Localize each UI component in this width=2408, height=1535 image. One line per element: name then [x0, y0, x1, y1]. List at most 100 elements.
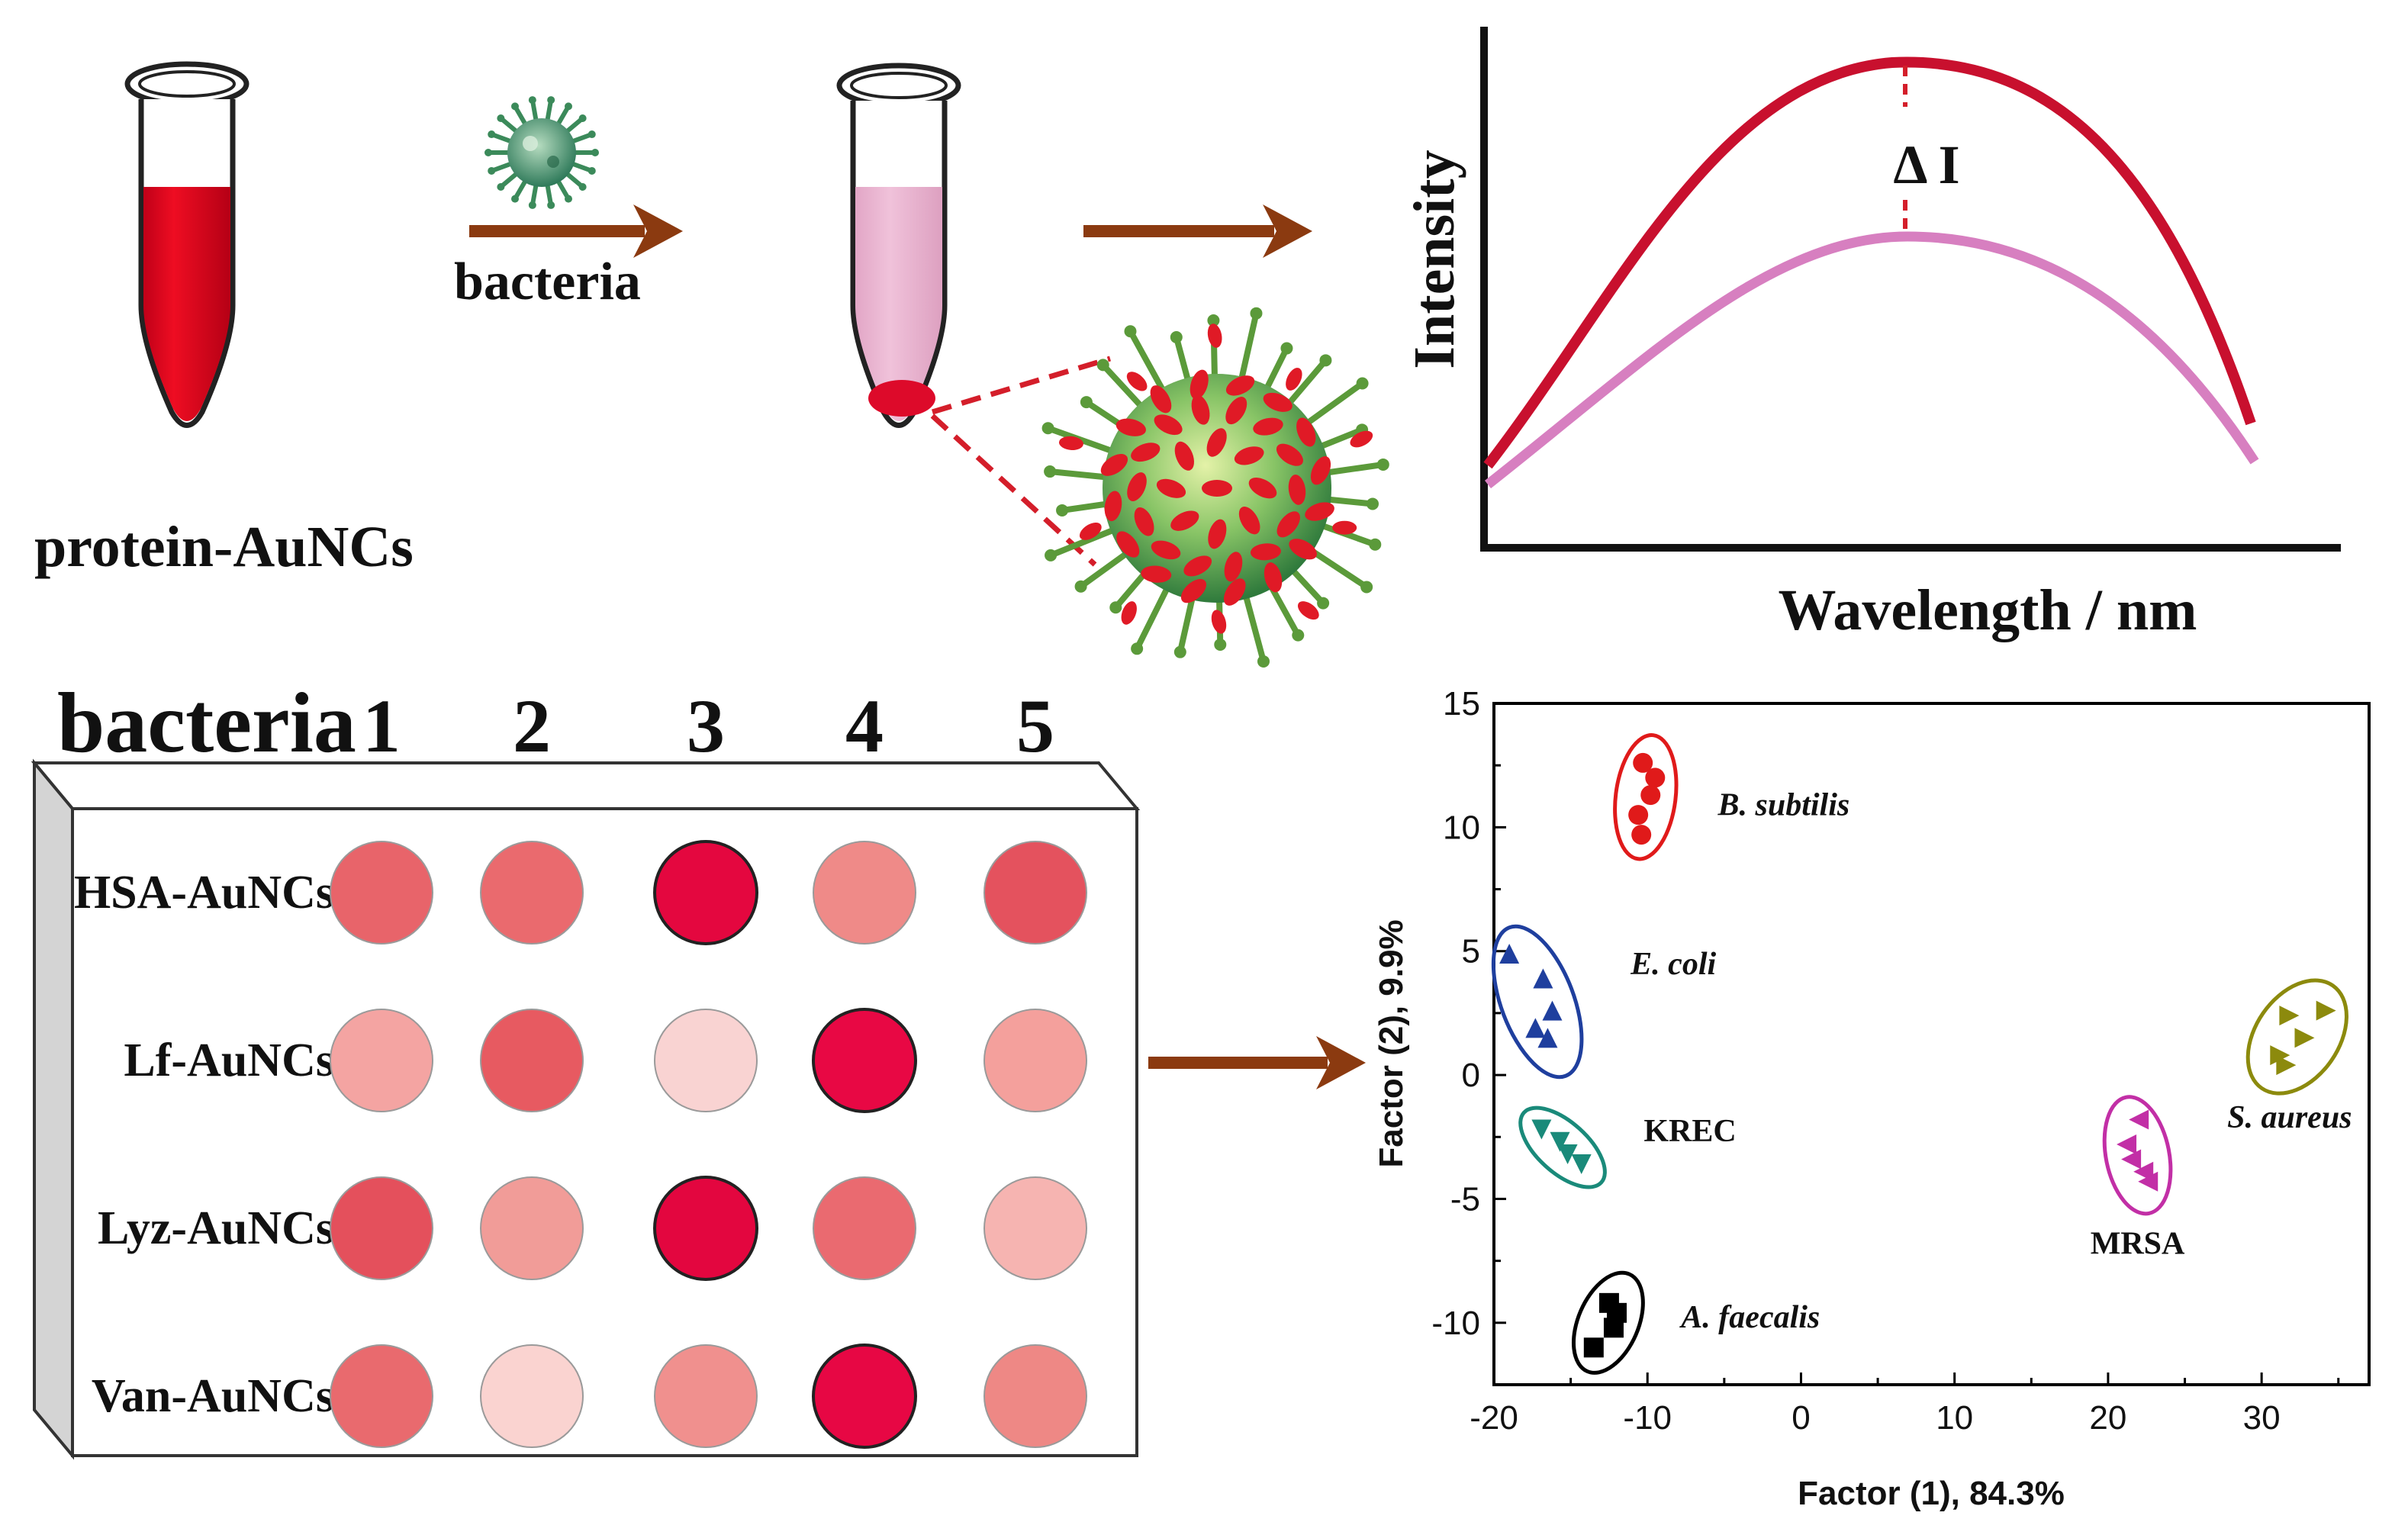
spectrum-x-label: Wavelength / nm [1779, 578, 2197, 642]
data-point [1571, 1154, 1592, 1174]
array-column-header: 4 [845, 684, 884, 768]
y-tick-label: -10 [1431, 1305, 1480, 1342]
array-well [480, 1176, 584, 1280]
cluster-ellipse [1571, 1270, 1645, 1375]
array-column-header: 1 [362, 684, 401, 768]
tube-before [124, 61, 249, 428]
pca-y-label: Factor (2), 9.9% [1373, 919, 1410, 1167]
data-point [1542, 1000, 1563, 1021]
array-well [330, 1009, 433, 1112]
spectrum-curve-after [1484, 231, 2259, 489]
array-well [812, 1344, 917, 1449]
data-point [2276, 1055, 2297, 1076]
to-spectrum-arrow [1083, 204, 1312, 258]
array-well [813, 841, 916, 944]
data-point [1499, 943, 1520, 964]
data-point [2129, 1109, 2149, 1130]
y-tick-label: 15 [1443, 685, 1480, 722]
cluster-ellipse [1491, 924, 1584, 1080]
bacterium-icon-small [484, 96, 599, 209]
data-point [2316, 1000, 2336, 1021]
arrow-label: bacteria [454, 253, 641, 311]
data-point [1603, 1318, 1624, 1338]
cluster-label: B. subtilis [1717, 788, 1849, 823]
pca-x-label: Factor (1), 84.3% [1798, 1475, 2065, 1512]
cluster-label: MRSA [2091, 1226, 2185, 1261]
y-tick-label: 0 [1462, 1057, 1480, 1094]
data-point [2138, 1171, 2159, 1192]
tube-after [836, 63, 961, 428]
plot-frame [1492, 702, 2371, 1386]
array-well [983, 1009, 1087, 1112]
data-point [1557, 1144, 1578, 1165]
array-row-label: Van-AuNCs [92, 1370, 334, 1422]
array-well [653, 1176, 758, 1281]
data-point [2279, 1006, 2300, 1026]
data-point [1533, 968, 1553, 989]
x-tick-label: -10 [1623, 1399, 1672, 1437]
cluster-ellipse [2102, 1095, 2173, 1216]
data-point [1537, 1028, 1558, 1048]
data-point [1645, 768, 1666, 788]
array-row-label: Lyz-AuNCs [98, 1202, 334, 1254]
add-bacteria-arrow [469, 204, 683, 258]
array-column-header: 3 [687, 684, 725, 768]
y-tick-label: 5 [1462, 933, 1480, 970]
cluster-label: S. aureus [2227, 1100, 2352, 1135]
data-point [1583, 1337, 1604, 1358]
array-row-label: Lf-AuNCs [124, 1035, 334, 1086]
data-point [1633, 752, 1653, 773]
data-point [1631, 825, 1652, 845]
data-point [2294, 1028, 2315, 1048]
cluster-label: KREC [1643, 1114, 1736, 1149]
array-well [983, 1344, 1087, 1448]
array-well [654, 1344, 758, 1448]
cluster-label: A. faecalis [1679, 1300, 1820, 1335]
delta-intensity-label: Δ I [1893, 134, 1959, 195]
data-point [1550, 1131, 1570, 1152]
array-well [480, 841, 584, 944]
to-pca-arrow [1148, 1036, 1366, 1089]
cluster-ellipse [1518, 1105, 1607, 1189]
x-tick-label: 10 [1936, 1399, 1973, 1437]
data-point [1640, 785, 1661, 806]
spectrum-curve-before [1483, 56, 2256, 469]
data-point [2121, 1149, 2142, 1170]
data-point [2270, 1045, 2290, 1066]
array-well [330, 841, 433, 944]
array-well [812, 1008, 917, 1113]
cluster-ellipse [1613, 733, 1679, 861]
array-well [653, 840, 758, 945]
array-column-header: 2 [513, 684, 551, 768]
array-well [480, 1344, 584, 1448]
x-tick-label: -20 [1470, 1399, 1518, 1437]
x-tick-label: 30 [2243, 1399, 2281, 1437]
array-column-headers: 1 2 3 4 5 [362, 684, 1054, 768]
spectrum-panel: Δ I Intensity Wavelength / nm [1402, 27, 2341, 642]
y-tick-label: 10 [1443, 809, 1480, 846]
bacterium-with-nanoclusters-icon [1041, 307, 1389, 668]
data-point [1525, 1018, 1546, 1038]
array-well [330, 1344, 433, 1448]
y-tick-label: -5 [1450, 1180, 1480, 1218]
array-well [654, 1009, 758, 1112]
array-header-word: bacteria [57, 676, 356, 771]
array-well [983, 1176, 1087, 1280]
cluster-ellipse [2245, 978, 2348, 1096]
array-column-header: 5 [1016, 684, 1054, 768]
data-point [1628, 805, 1649, 825]
sensor-array-plate [31, 758, 1141, 1460]
array-well [983, 841, 1087, 944]
x-tick-label: 20 [2089, 1399, 2126, 1437]
zoom-lines [930, 356, 1112, 567]
data-point [2117, 1134, 2137, 1155]
array-well [480, 1009, 584, 1112]
spectrum-y-label: Intensity [1402, 150, 1466, 368]
array-well [813, 1176, 916, 1280]
array-well [330, 1176, 433, 1280]
tube-label: protein-AuNCs [34, 515, 414, 579]
array-row-label: HSA-AuNCs [74, 867, 334, 919]
